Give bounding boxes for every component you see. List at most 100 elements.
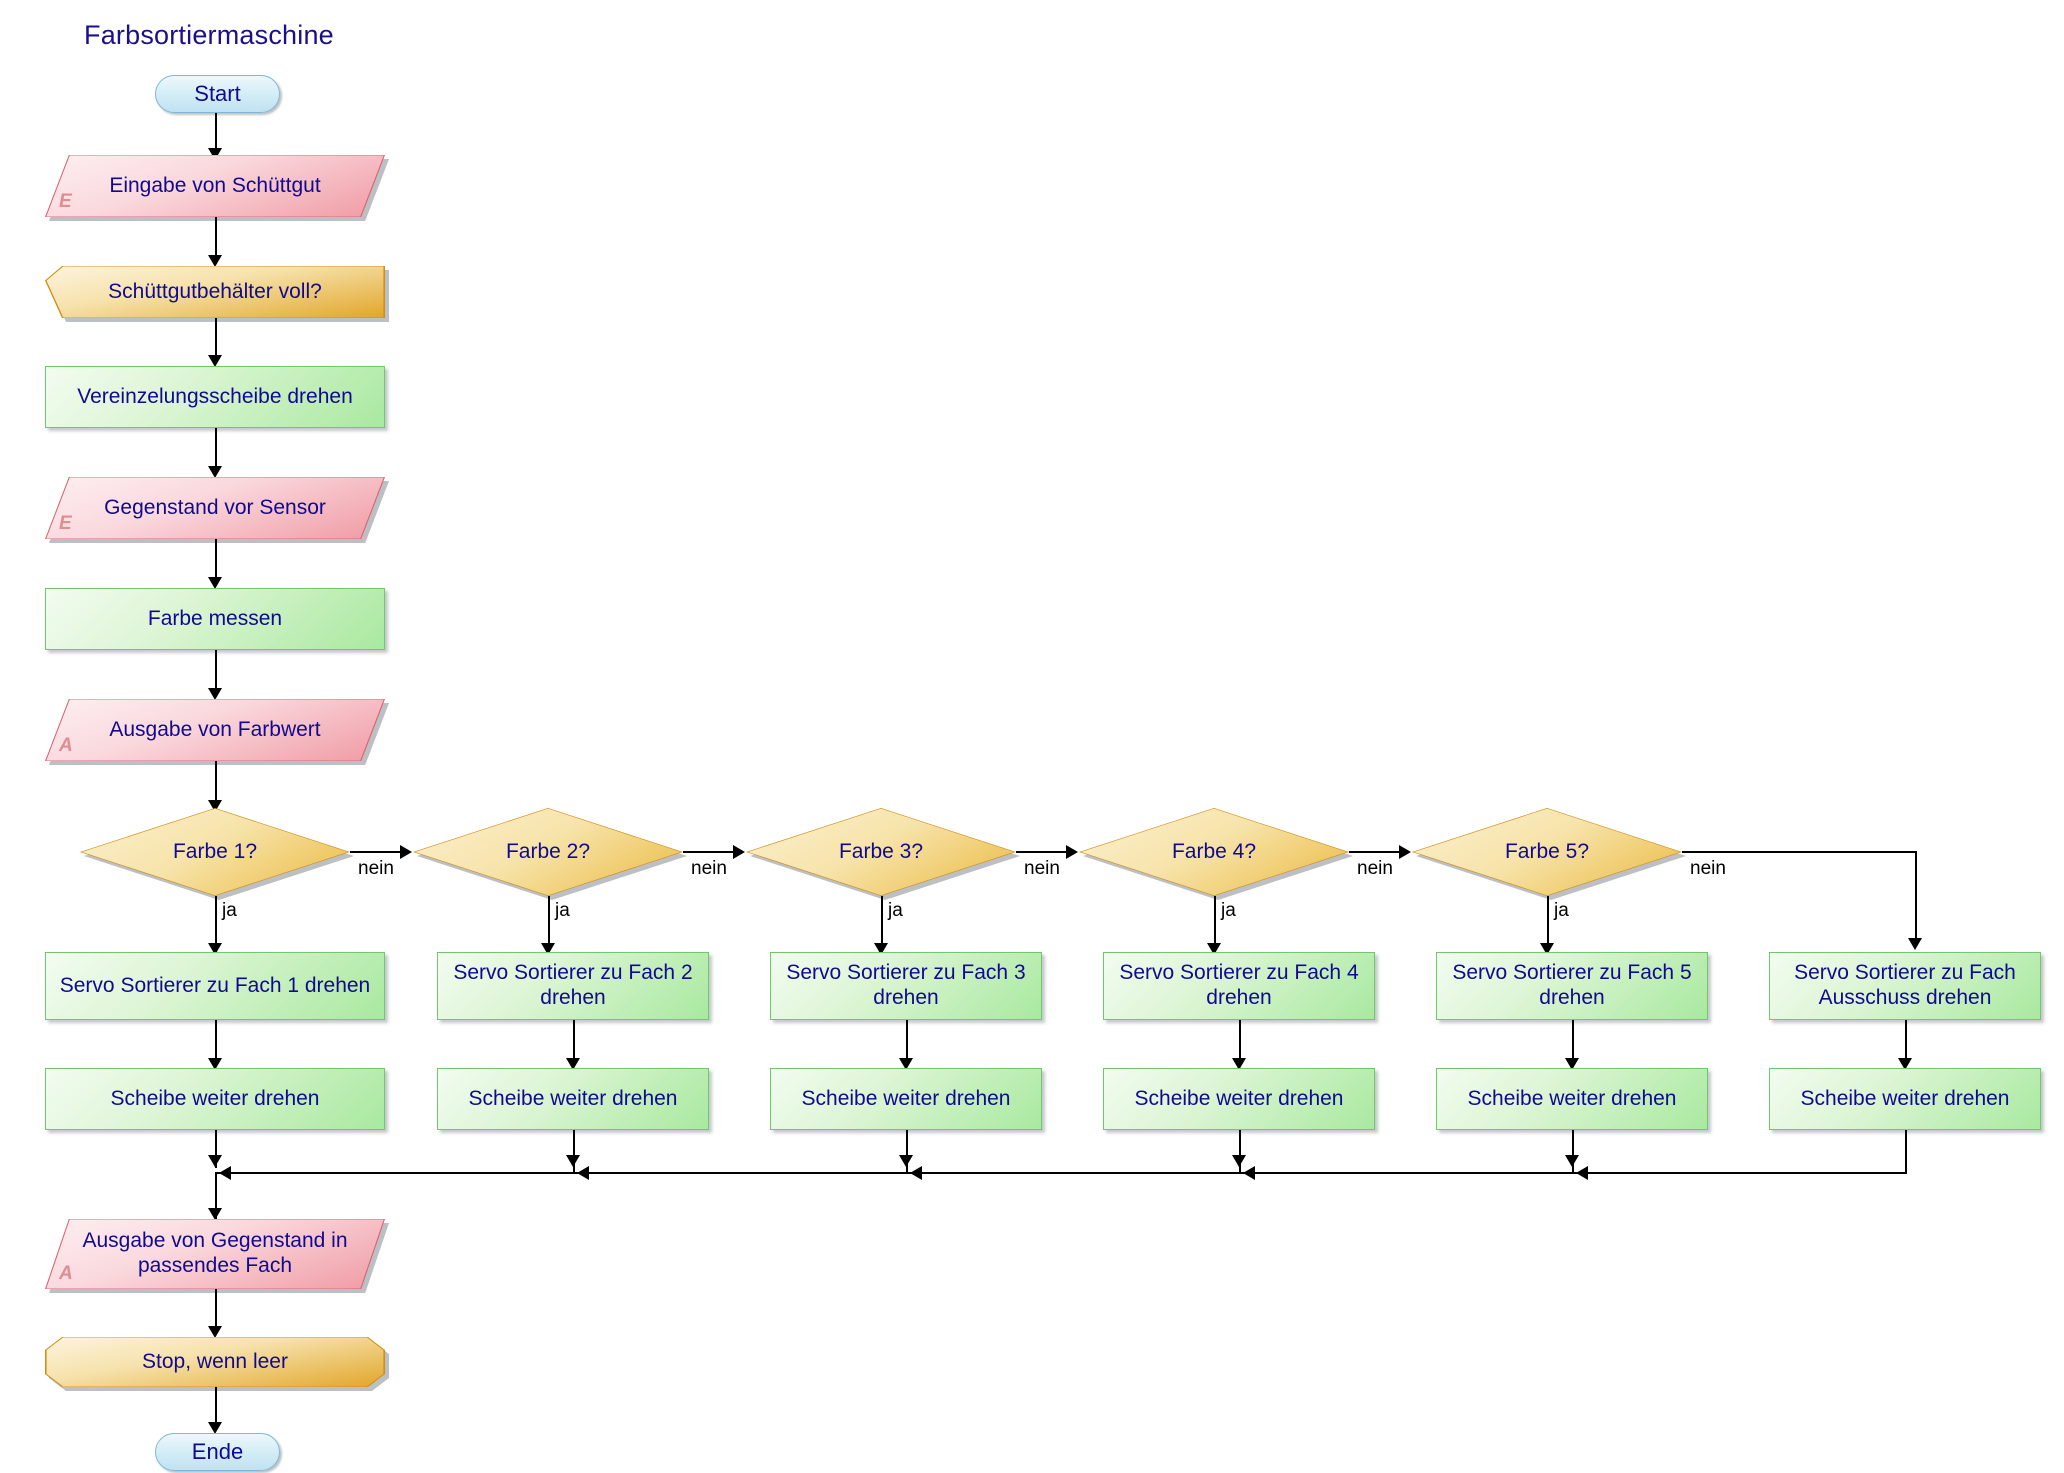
arrowhead-down	[208, 1058, 222, 1070]
edge-label-nein-2: nein	[691, 858, 727, 879]
decision-farbe2-label: Farbe 2?	[505, 840, 591, 863]
arrowhead-down	[1898, 1058, 1912, 1070]
edge-label-ja-5: ja	[1554, 900, 1569, 921]
connector-nein-3-4	[1016, 851, 1068, 853]
node-servo-2[interactable]: Servo Sortierer zu Fach 2 drehen	[437, 952, 709, 1020]
arrowhead-down	[208, 1326, 222, 1338]
decision-farbe1-label: Farbe 1?	[172, 840, 258, 863]
connector-input-to-wait	[215, 217, 217, 259]
merge-bus-line	[215, 1172, 1907, 1174]
connector-merge-to-output	[215, 1172, 217, 1220]
arrowhead-right	[733, 845, 745, 859]
edge-label-ja-1: ja	[222, 900, 237, 921]
arrowhead-down	[1232, 1155, 1246, 1167]
arrowhead-down	[208, 1155, 222, 1167]
arrowhead-down	[899, 1155, 913, 1167]
arrowhead-down	[1565, 1155, 1579, 1167]
node-servo-1[interactable]: Servo Sortierer zu Fach 1 drehen	[45, 952, 385, 1020]
arrowhead-left	[1576, 1166, 1588, 1180]
arrowhead-down	[208, 1422, 222, 1434]
arrowhead-down	[208, 577, 222, 589]
arrowhead-right	[400, 845, 412, 859]
connector-nein-2-3	[683, 851, 735, 853]
arrowhead-down	[208, 466, 222, 478]
arrowhead-down	[566, 1058, 580, 1070]
node-servo-3[interactable]: Servo Sortierer zu Fach 3 drehen	[770, 952, 1042, 1020]
edge-label-ja-3: ja	[888, 900, 903, 921]
node-start[interactable]: Start	[155, 75, 280, 113]
edge-label-nein-4: nein	[1357, 858, 1393, 879]
connector-vereinzelung-to-sensor	[215, 428, 217, 470]
edge-label-ja-2: ja	[555, 900, 570, 921]
arrowhead-down	[208, 800, 222, 812]
connector-nein-5-ausschuss-v	[1915, 851, 1917, 941]
node-proc-farbe-messen[interactable]: Farbe messen	[45, 588, 385, 650]
arrowhead-left	[219, 1166, 231, 1180]
node-scheibe-5-label: Scheibe weiter drehen	[1467, 1086, 1677, 1110]
decision-farbe3-label: Farbe 3?	[838, 840, 924, 863]
connector-servo4-scheibe4	[1239, 1020, 1241, 1064]
connector-ja-1	[215, 896, 217, 952]
connector-ja-2	[548, 896, 550, 952]
arrowhead-down	[1908, 938, 1922, 950]
io-marker-a: A	[59, 1263, 73, 1284]
decision-farbe2[interactable]: Farbe 2?	[413, 808, 687, 900]
node-servo-5[interactable]: Servo Sortierer zu Fach 5 drehen	[1436, 952, 1708, 1020]
connector-scheibe1-merge	[215, 1130, 217, 1168]
node-servo-4[interactable]: Servo Sortierer zu Fach 4 drehen	[1103, 952, 1375, 1020]
connector-nein-5-ausschuss-h	[1682, 851, 1916, 853]
connector-start-to-input	[215, 113, 217, 152]
node-wait-stop-label: Stop, wenn leer	[142, 1350, 288, 1373]
node-proc-vereinzelung-label: Vereinzelungsscheibe drehen	[77, 384, 353, 408]
connector-ja-5	[1547, 896, 1549, 952]
node-servo-2-label: Servo Sortierer zu Fach 2 drehen	[453, 961, 693, 1009]
node-input-schuettgut[interactable]: Eingabe von Schüttgut E	[45, 155, 389, 221]
node-servo-1-label: Servo Sortierer zu Fach 1 drehen	[59, 973, 371, 997]
node-scheibe-3-label: Scheibe weiter drehen	[801, 1086, 1011, 1110]
node-input-sensor-label: Gegenstand vor Sensor	[104, 495, 326, 519]
node-scheibe-4-label: Scheibe weiter drehen	[1134, 1086, 1344, 1110]
node-scheibe-4[interactable]: Scheibe weiter drehen	[1103, 1068, 1375, 1130]
decision-farbe1[interactable]: Farbe 1?	[80, 808, 354, 900]
node-output-gegenstand[interactable]: Ausgabe von Gegenstand in passendes Fach…	[45, 1219, 389, 1293]
connector-scheibe2-merge	[573, 1130, 575, 1174]
node-ende[interactable]: Ende	[155, 1433, 280, 1471]
connector-ja-3	[881, 896, 883, 952]
connector-servo6-scheibe6	[1905, 1020, 1907, 1064]
node-scheibe-1[interactable]: Scheibe weiter drehen	[45, 1068, 385, 1130]
edge-label-nein-3: nein	[1024, 858, 1060, 879]
node-input-schuettgut-label: Eingabe von Schüttgut	[109, 173, 321, 197]
shape-fill	[46, 155, 384, 217]
arrowhead-left	[910, 1166, 922, 1180]
arrowhead-down	[1232, 1058, 1246, 1070]
shape-fill	[46, 266, 384, 318]
io-marker-e: E	[59, 513, 72, 534]
node-output-farbwert[interactable]: Ausgabe von Farbwert A	[45, 699, 389, 765]
node-input-sensor[interactable]: Gegenstand vor Sensor E	[45, 477, 389, 543]
node-servo-4-label: Servo Sortierer zu Fach 4 drehen	[1119, 961, 1359, 1009]
arrowhead-left	[577, 1166, 589, 1180]
node-wait-stop[interactable]: Stop, wenn leer	[45, 1337, 389, 1391]
node-proc-vereinzelung[interactable]: Vereinzelungsscheibe drehen	[45, 366, 385, 428]
node-scheibe-ausschuss[interactable]: Scheibe weiter drehen	[1769, 1068, 2041, 1130]
node-servo-ausschuss[interactable]: Servo Sortierer zu Fach Ausschuss drehen	[1769, 952, 2041, 1020]
connector-servo1-scheibe1	[215, 1020, 217, 1064]
node-scheibe-5[interactable]: Scheibe weiter drehen	[1436, 1068, 1708, 1130]
decision-farbe3[interactable]: Farbe 3?	[746, 808, 1020, 900]
connector-output-to-stop	[215, 1289, 217, 1331]
node-servo-5-label: Servo Sortierer zu Fach 5 drehen	[1452, 961, 1692, 1009]
connector-sensor-to-messen	[215, 539, 217, 581]
io-marker-e: E	[59, 191, 72, 212]
node-proc-farbe-messen-label: Farbe messen	[147, 606, 283, 630]
decision-farbe4[interactable]: Farbe 4?	[1079, 808, 1353, 900]
shape-fill	[46, 477, 384, 539]
arrowhead-down	[208, 688, 222, 700]
arrowhead-left	[1243, 1166, 1255, 1180]
node-scheibe-2[interactable]: Scheibe weiter drehen	[437, 1068, 709, 1130]
node-wait-behaelter[interactable]: Schüttgutbehälter voll?	[45, 266, 389, 322]
node-ende-label: Ende	[191, 1439, 244, 1465]
node-scheibe-3[interactable]: Scheibe weiter drehen	[770, 1068, 1042, 1130]
decision-farbe5[interactable]: Farbe 5?	[1412, 808, 1686, 900]
connector-nein-1-2	[350, 851, 402, 853]
